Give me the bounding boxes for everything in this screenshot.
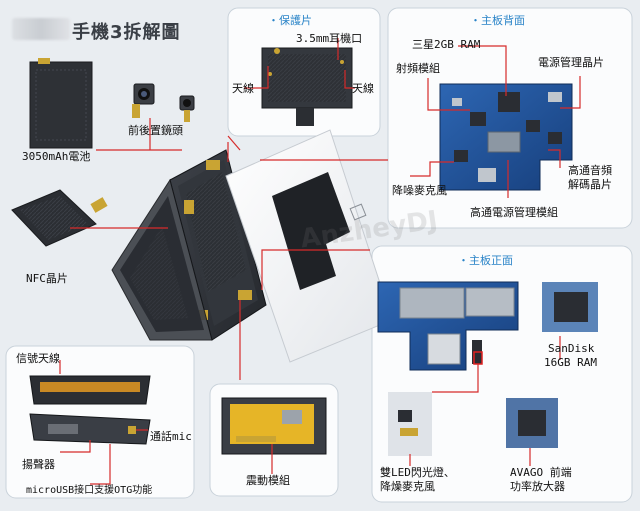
label-sandisk-line2: 16GB RAM [544,356,597,369]
label-camera: 前後置鏡頭 [128,124,183,137]
label-qcom-pm: 高通電源管理模組 [470,206,558,219]
label-sandisk-line1: SanDisk [548,342,595,355]
label-samsung-ram: 三星2GB RAM [412,38,481,51]
board-front-image [377,281,598,456]
camera-image [132,83,195,122]
phone-body-image [111,149,267,341]
label-battery: 3050mAh電池 [22,150,91,163]
label-signal-antenna: 信號天線 [16,352,60,365]
label-avago-line1: AVAGO 前端 [510,466,572,479]
blurred-logo [12,18,70,40]
label-dual-led-line1: 雙LED閃光燈、 [380,466,455,479]
label-noise-mic: 降噪麥克風 [392,184,447,197]
protect-plate-image [261,47,353,126]
vibration-image [221,397,327,455]
page-title: 手機3拆解圖 [72,22,181,43]
label-audio-codec-line2: 解碼晶片 [568,178,612,191]
label-audio-codec-line1: 高通音頻 [568,164,612,177]
label-dual-led-line2: 降燥麥克風 [380,480,435,493]
back-cover-image [225,129,393,363]
nfc-image [11,189,108,247]
label-antenna-left: 天線 [232,82,254,95]
label-vibration: 震動模組 [246,474,290,487]
callout-lines [59,38,581,485]
board-back-title: ・主板背面 [470,14,525,27]
battery-image [29,58,93,149]
label-micro-usb: microUSB接口支援OTG功能 [26,485,153,496]
label-nfc: NFC晶片 [26,272,68,285]
label-speaker: 揚聲器 [22,458,55,471]
label-antenna-right: 天線 [352,82,374,95]
protect-panel-title: ・保護片 [268,14,312,27]
label-earphone-jack: 3.5mm耳機口 [296,32,363,45]
label-avago-line2: 功率放大器 [510,480,565,493]
label-pmic: 電源管理晶片 [538,56,604,69]
board-back-image [439,83,573,191]
board-front-title: ・主板正面 [458,254,513,267]
label-call-mic: 通話mic [150,430,192,443]
label-rf-module: 射頻模組 [396,62,440,75]
bottom-assembly-image [29,375,151,445]
